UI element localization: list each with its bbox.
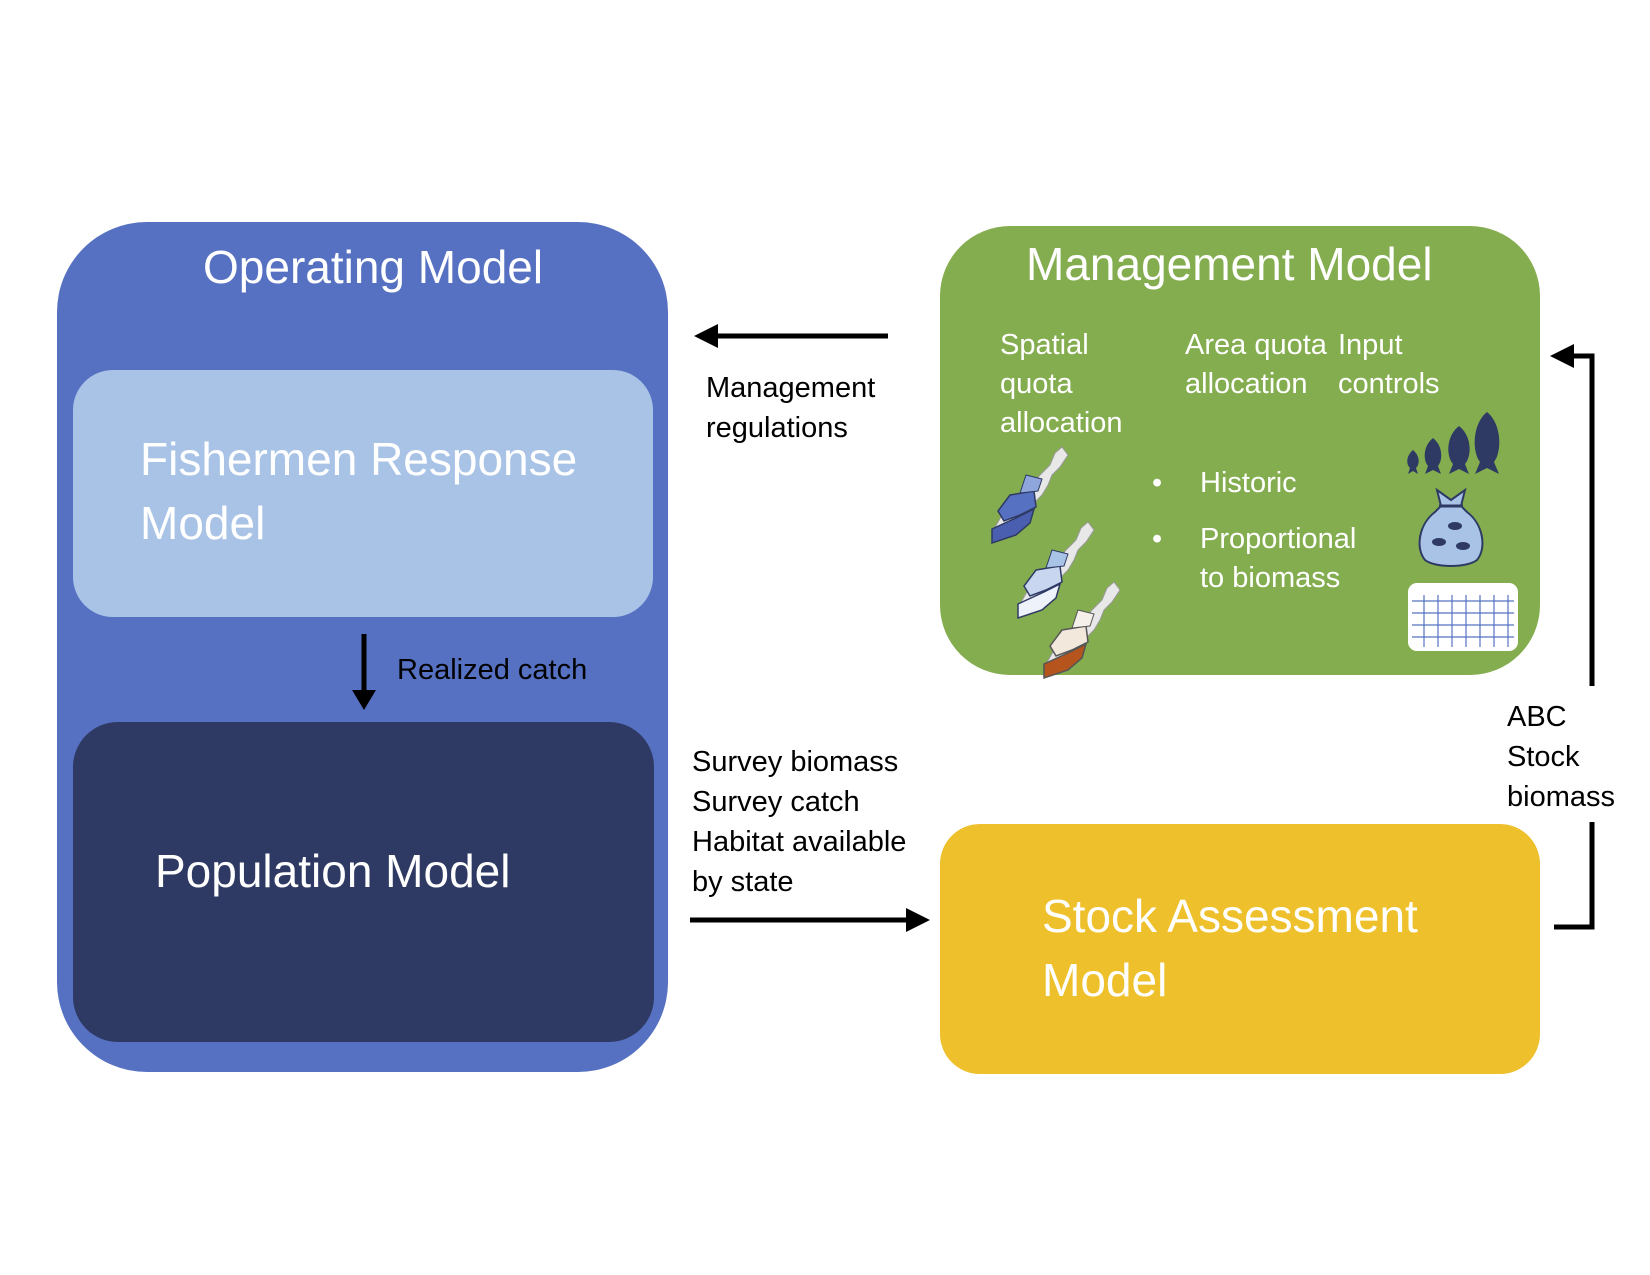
- population-model-box: [73, 722, 654, 1042]
- population-model-title: Population Model: [155, 845, 511, 897]
- state-maps-icon: [991, 446, 1121, 680]
- abc-line2: Stock: [1507, 741, 1580, 773]
- survey-line4: by state: [692, 866, 794, 898]
- stock-assessment-line1: Stock Assessment: [1042, 890, 1418, 942]
- survey-line2: Survey catch: [692, 786, 860, 818]
- management-model-title: Management Model: [1026, 238, 1433, 290]
- spatial-quota-line1: Spatial: [1000, 329, 1089, 361]
- area-quota-line1: Area quota: [1185, 329, 1327, 361]
- input-controls-line1: Input: [1338, 329, 1403, 361]
- stock-assessment-line2: Model: [1042, 954, 1168, 1006]
- management-regulations-arrow-icon: [694, 324, 888, 348]
- feedback-arrow-icon: [1550, 344, 1595, 930]
- map-icon-2: [1017, 521, 1095, 620]
- input-controls-line2: controls: [1338, 368, 1440, 400]
- fishermen-response-box: [73, 370, 653, 617]
- realized-catch-arrow-icon: [352, 634, 376, 710]
- operating-model-title: Operating Model: [203, 241, 544, 293]
- fishermen-title-line1: Fishermen Response: [140, 433, 578, 485]
- stock-assessment-box: [940, 824, 1540, 1074]
- bullet-historic: Historic: [1200, 467, 1297, 499]
- fish-size-icon: [1407, 412, 1500, 474]
- regulations-line1: Management: [706, 372, 876, 404]
- survey-arrow-icon: [690, 908, 930, 932]
- bullet-dot-2: •: [1152, 523, 1163, 555]
- survey-line1: Survey biomass: [692, 746, 899, 778]
- regulations-line2: regulations: [706, 412, 848, 444]
- map-icon-3: [1043, 581, 1121, 680]
- spatial-quota-line2: quota: [1000, 368, 1073, 400]
- survey-line3: Habitat available: [692, 826, 907, 858]
- area-quota-line2: allocation: [1185, 368, 1308, 400]
- bullet-to-biomass: to biomass: [1200, 562, 1341, 594]
- fishermen-title-line2: Model: [140, 497, 266, 549]
- bullet-proportional: Proportional: [1200, 523, 1357, 555]
- realized-catch-label: Realized catch: [397, 654, 588, 686]
- bullet-dot-1: •: [1152, 467, 1163, 499]
- abc-line3: biomass: [1507, 781, 1615, 813]
- map-icon-1: [991, 446, 1069, 545]
- spatial-quota-line3: allocation: [1000, 407, 1123, 439]
- grid-icon: [1408, 583, 1518, 651]
- abc-line1: ABC: [1507, 701, 1567, 733]
- bag-icon: [1418, 487, 1484, 567]
